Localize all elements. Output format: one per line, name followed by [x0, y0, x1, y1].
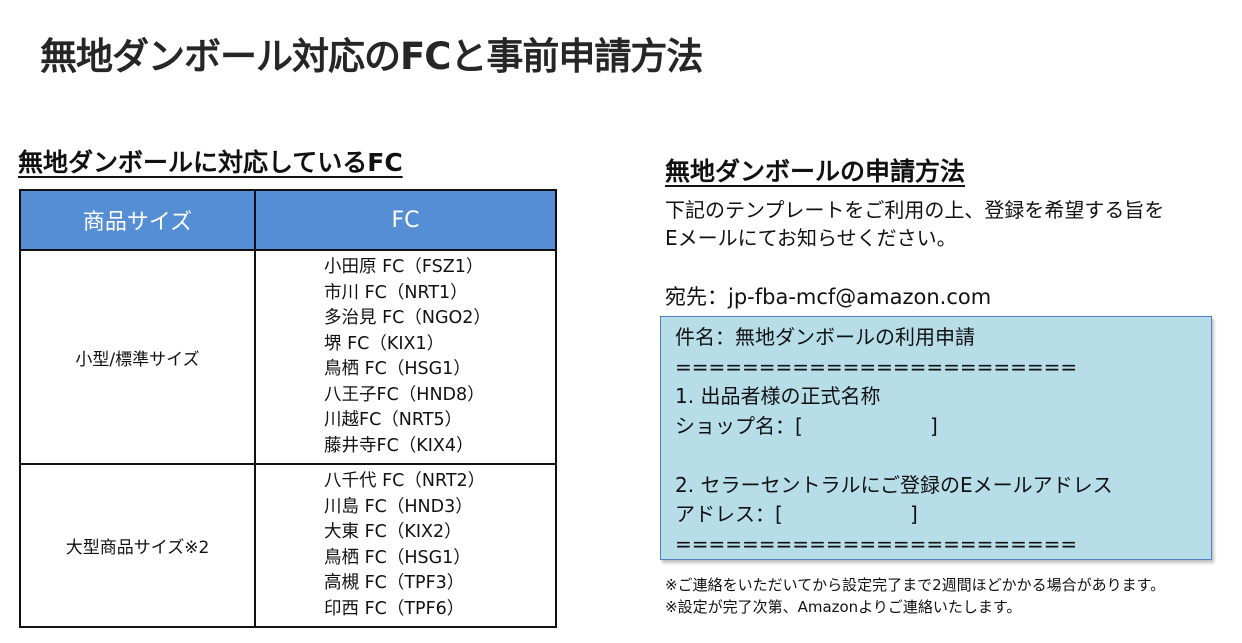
fc-item: 多治見 FC（NGO2）	[324, 308, 491, 328]
fc-item: 市川 FC（NRT1）	[324, 282, 468, 303]
template-line	[675, 441, 1211, 471]
template-line: 件名：無地ダンボールの利用申請	[675, 325, 975, 349]
template-line: ショップ名：[ ]	[675, 413, 938, 438]
fc-item: 鳥栖 FC（HSG1）	[324, 359, 471, 379]
column-header-fc: FC	[254, 189, 557, 251]
fc-item: 印西 FC（TPF6）	[324, 598, 465, 619]
template-line: 2. セラーセントラルにご登録のEメールアドレス	[675, 472, 1113, 497]
fc-item: 堺 FC（KIX1）	[324, 333, 445, 354]
intro-line: Eメールにてお知らせください。	[665, 226, 957, 250]
template-line: アドレス：[ ]	[675, 502, 918, 526]
intro-text: 下記のテンプレートをご利用の上、登録を希望する旨を Eメールにてお知らせください…	[665, 196, 1164, 252]
fc-item: 川越FC（NRT5）	[324, 410, 463, 430]
notes: ※ご連絡をいただいてから設定完了まで2週間ほどかかる場合があります。 ※設定が完…	[665, 574, 1165, 618]
email-template-box: 件名：無地ダンボールの利用申請 ======================== 1…	[660, 316, 1212, 560]
note: ※設定が完了次第、Amazonよりご連絡いたします。	[665, 598, 1022, 616]
size-cell: 小型/標準サイズ	[19, 249, 256, 465]
template-line: ========================	[675, 354, 1078, 379]
fc-item: 八王子FC（HND8）	[324, 384, 485, 405]
template-line: ========================	[675, 531, 1078, 556]
fc-section-heading: 無地ダンボールに対応しているFC	[18, 148, 403, 177]
table-header-row: 商品サイズ FC	[19, 189, 557, 251]
page-title: 無地ダンボール対応のFCと事前申請方法	[40, 35, 703, 78]
intro-line: 下記のテンプレートをご利用の上、登録を希望する旨を	[665, 198, 1165, 222]
note: ※ご連絡をいただいてから設定完了まで2週間ほどかかる場合があります。	[665, 576, 1166, 594]
fc-item: 藤井寺FC（KIX4）	[324, 435, 474, 456]
table-row: 大型商品サイズ※2 八千代 FC（NRT2） 川島 FC（HND3） 大東 FC（KI…	[19, 463, 557, 628]
fc-item: 大東 FC（KIX2）	[324, 522, 462, 542]
application-section-heading: 無地ダンボールの申請方法	[665, 157, 966, 186]
fc-item: 鳥栖 FC（HSG1）	[324, 547, 471, 568]
table-row: 小型/標準サイズ 小田原 FC（FSZ1） 市川 FC（NRT1） 多治見 FC（NG…	[19, 249, 557, 465]
fc-item: 川島 FC（HND3）	[324, 496, 473, 517]
fc-item: 小田原 FC（FSZ1）	[324, 257, 484, 277]
fc-item: 高槻 FC（TPF3）	[324, 573, 465, 593]
fc-list-cell: 八千代 FC（NRT2） 川島 FC（HND3） 大東 FC（KIX2） 鳥栖 FC（…	[254, 463, 557, 628]
fc-list-cell: 小田原 FC（FSZ1） 市川 FC（NRT1） 多治見 FC（NGO2） 堺 FC（…	[254, 249, 557, 465]
column-header-size: 商品サイズ	[19, 189, 256, 251]
size-cell: 大型商品サイズ※2	[19, 463, 256, 628]
fc-table: 商品サイズ FC 小型/標準サイズ 小田原 FC（FSZ1） 市川 FC（NRT1）…	[19, 189, 557, 628]
destination-email: 宛先：jp-fba-mcf@amazon.com	[665, 285, 992, 309]
template-line: 1. 出品者様の正式名称	[675, 384, 881, 408]
fc-item: 八千代 FC（NRT2）	[324, 471, 486, 491]
